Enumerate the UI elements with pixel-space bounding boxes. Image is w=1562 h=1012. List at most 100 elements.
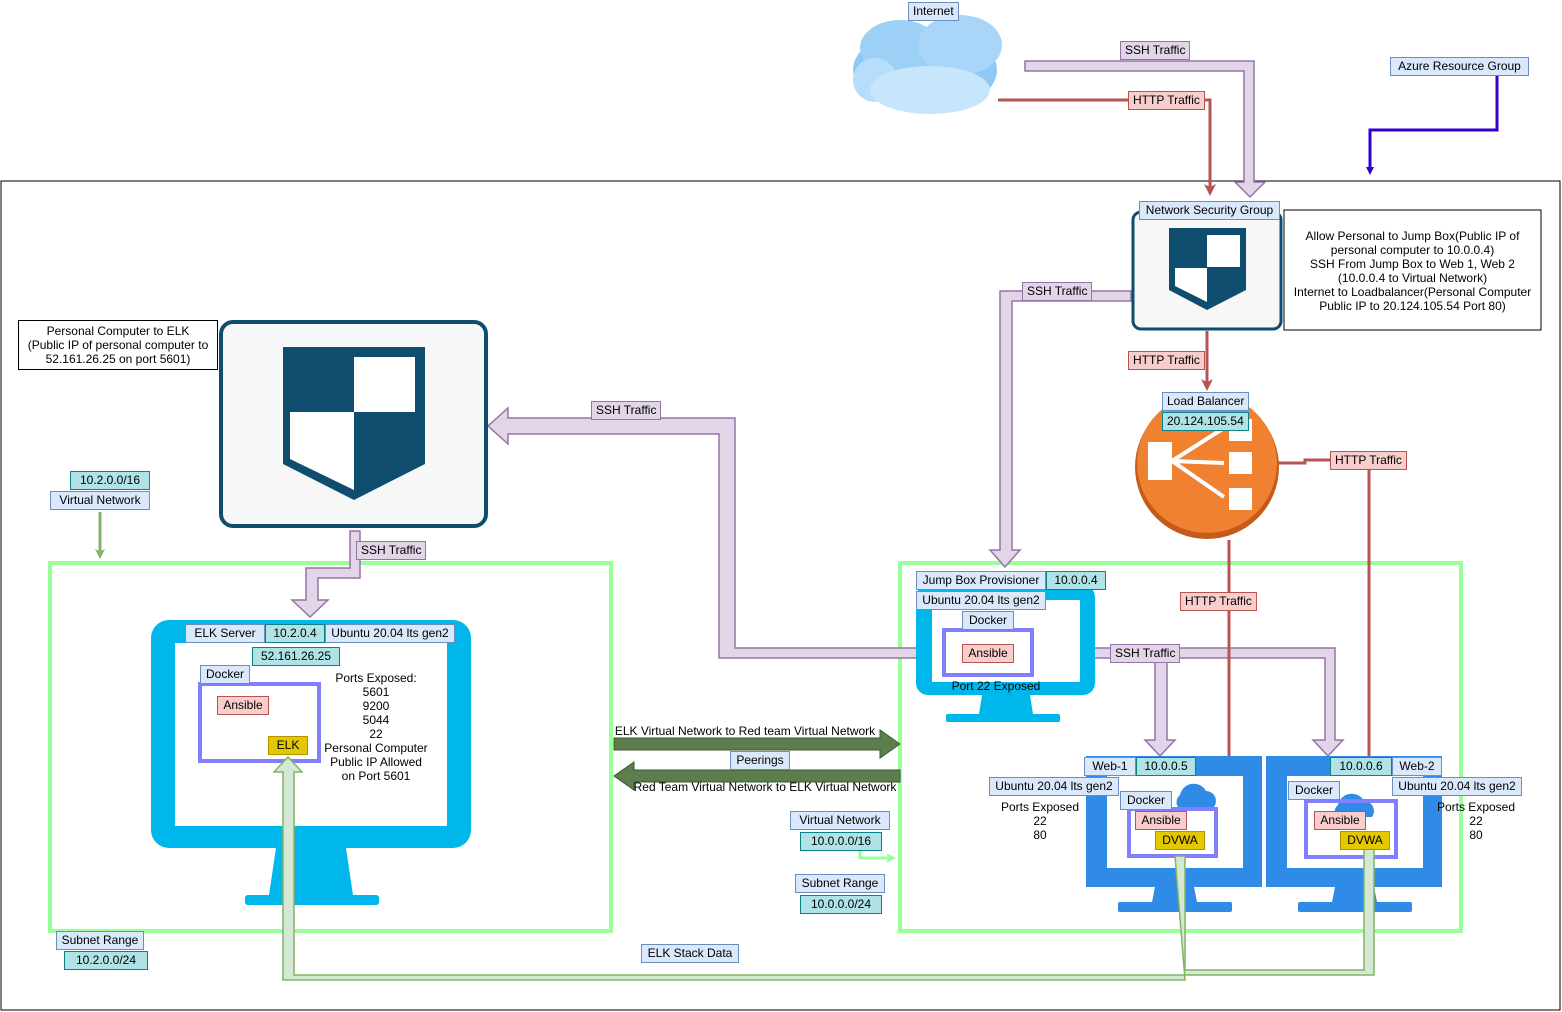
azure-resource-group-label: Azure Resource Group [1390, 57, 1529, 76]
elk-ports-exposed: Ports Exposed: 5601 9200 5044 22 Persona… [322, 671, 430, 783]
red-vnet-cidr: 10.0.0.0/16 [800, 832, 882, 851]
web2-name: Web-2 [1392, 757, 1442, 776]
ssh-arrow-internet-to-nsg [1024, 60, 1267, 199]
web2-os: Ubuntu 20.04 lts gen2 [1392, 777, 1522, 796]
http-label-web1: HTTP Traffic [1180, 592, 1257, 611]
ssh-arrow-shield-to-elk-server [290, 530, 361, 619]
elk-port-line: 5044 [362, 713, 390, 727]
jumpbox-os: Ubuntu 20.04 lts gen2 [916, 591, 1046, 610]
http-arrow-internet-to-nsg [998, 98, 1216, 196]
elk-port-line: 22 [369, 727, 383, 741]
elk-rule-line: Personal Computer to ELK [46, 324, 190, 338]
jumpbox-docker-box [942, 628, 1034, 677]
web2-ansible-label: Ansible [1314, 811, 1366, 830]
web2-port-line: Ports Exposed [1436, 800, 1516, 814]
web1-dvwa-label: DVWA [1155, 831, 1205, 850]
web2-port-line: 80 [1469, 828, 1483, 842]
web2-ports: Ports Exposed 22 80 [1426, 800, 1526, 842]
peering-back-label: Red Team Virtual Network to ELK Virtual … [633, 780, 897, 794]
web1-ports: Ports Exposed 22 80 [990, 800, 1090, 842]
nsg-rule-line: Allow Personal to Jump Box(Public IP of [1305, 229, 1520, 243]
ssh-arrow-nsg-to-jumpbox [988, 290, 1132, 569]
internet-cloud-icon [853, 15, 1002, 114]
elk-app-label: ELK [268, 736, 308, 755]
jumpbox-docker-label: Docker [962, 611, 1014, 630]
elk-server-name: ELK Server [185, 624, 265, 643]
elk-rule-box: Personal Computer to ELK (Public IP of p… [18, 320, 218, 370]
load-balancer-ip: 20.124.105.54 [1162, 412, 1249, 431]
jumpbox-name: Jump Box Provisioner [916, 571, 1046, 590]
ssh-label-shield-to-elk: SSH Traffic [356, 541, 427, 560]
web1-ansible-label: Ansible [1135, 811, 1187, 830]
web2-ip: 10.0.0.6 [1330, 757, 1392, 776]
peerings-label: Peerings [730, 751, 790, 770]
load-balancer-label: Load Balancer [1162, 392, 1250, 411]
elk-port-line: Ports Exposed: [335, 671, 417, 685]
elk-vnet-cidr: 10.2.0.0/16 [70, 471, 150, 490]
elk-port-line: 5601 [362, 685, 390, 699]
jumpbox-ip: 10.0.0.4 [1046, 571, 1106, 590]
nsg-rule-line: Public IP to 20.124.105.54 Port 80) [1319, 299, 1506, 313]
red-vnet-label: Virtual Network [790, 811, 890, 830]
elk-port-line: 9200 [362, 699, 390, 713]
elk-stack-data-arrow [272, 755, 1375, 981]
azure-group-arrow [1366, 75, 1499, 175]
web1-os: Ubuntu 20.04 lts gen2 [989, 777, 1119, 796]
web1-docker-box [1127, 807, 1218, 858]
web1-name: Web-1 [1084, 757, 1136, 776]
red-subnet-value: 10.0.0.0/24 [800, 895, 882, 914]
web1-port-line: Ports Exposed [1000, 800, 1080, 814]
elk-rule-line: 52.161.26.25 on port 5601) [45, 352, 191, 366]
elk-server-ip: 10.2.0.4 [265, 624, 325, 643]
http-label-internet: HTTP Traffic [1128, 91, 1205, 110]
web1-port-line: 80 [1033, 828, 1047, 842]
nsg-rule-line: (10.0.0.4 to Virtual Network) [1337, 271, 1488, 285]
jumpbox-ansible-label: Ansible [962, 644, 1014, 663]
elk-rule-line: (Public IP of personal computer to [27, 338, 209, 352]
elk-docker-box [198, 682, 321, 763]
http-label-web2: HTTP Traffic [1330, 451, 1407, 470]
nsg-shield-icon [1131, 210, 1283, 331]
red-subnet-label: Subnet Range [795, 874, 885, 893]
elk-ansible-label: Ansible [217, 696, 269, 715]
web1-port-line: 22 [1033, 814, 1047, 828]
nsg-label: Network Security Group [1139, 201, 1280, 220]
ssh-arrow-jumpbox-to-elk-shield [486, 406, 959, 659]
peering-forward-label: ELK Virtual Network to Red team Virtual … [614, 724, 876, 738]
web2-docker-label: Docker [1288, 781, 1340, 800]
elk-port-line: Personal Computer [324, 741, 428, 755]
jumpbox-ports: Port 22 Exposed [951, 679, 1041, 693]
elk-server-os: Ubuntu 20.04 lts gen2 [325, 624, 455, 643]
internet-label: Internet [908, 2, 959, 21]
nsg-rule-line: SSH From Jump Box to Web 1, Web 2 [1310, 257, 1515, 271]
elk-server-public-ip: 52.161.26.25 [252, 647, 340, 666]
nsg-rules-box [1283, 209, 1542, 331]
elk-subnet-value: 10.2.0.0/24 [64, 951, 148, 970]
web2-docker-box [1304, 799, 1398, 859]
elk-stack-data-label: ELK Stack Data [641, 944, 739, 963]
peering-arrow-forward [613, 729, 901, 759]
elk-docker-label: Docker [200, 665, 250, 684]
ssh-label-jumpbox-to-web: SSH Traffic [1110, 644, 1181, 663]
elk-vnet-boundary [48, 561, 613, 933]
web2-port-line: 22 [1469, 814, 1483, 828]
nsg-rules-text: Allow Personal to Jump Box(Public IP of … [1285, 229, 1540, 313]
elk-port-line: Public IP Allowed [330, 755, 422, 769]
nsg-rule-line: Internet to Loadbalancer(Personal Comput… [1293, 285, 1532, 299]
web1-docker-label: Docker [1120, 791, 1172, 810]
nsg-rule-line: personal computer to 10.0.0.4) [1330, 243, 1495, 257]
elk-vnet-label: Virtual Network [50, 491, 150, 510]
ssh-label-jumpbox-to-elk: SSH Traffic [591, 401, 662, 420]
azure-resource-group-boundary [0, 180, 1561, 1011]
web2-dvwa-label: DVWA [1340, 831, 1390, 850]
elk-subnet-label: Subnet Range [56, 931, 144, 950]
elk-port-line: on Port 5601 [341, 769, 411, 783]
http-label-nsg: HTTP Traffic [1128, 351, 1205, 370]
ssh-label-nsg: SSH Traffic [1022, 282, 1093, 301]
peering-arrow-back [613, 761, 901, 791]
web1-ip: 10.0.0.5 [1136, 757, 1196, 776]
ssh-label-internet: SSH Traffic [1120, 41, 1191, 60]
http-arrow-lb-to-web2 [1278, 458, 1375, 831]
red-vnet-arrow [858, 851, 896, 863]
